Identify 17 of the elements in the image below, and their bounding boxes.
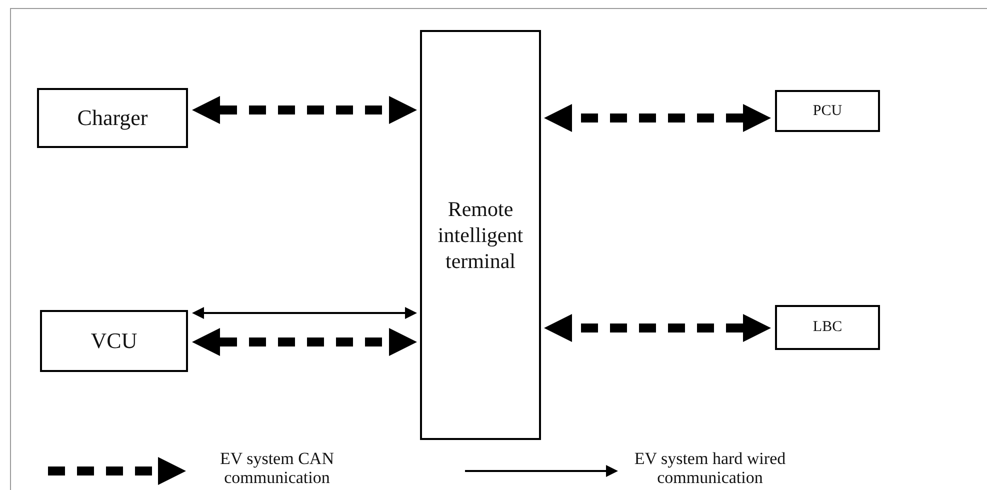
node-label: Charger	[77, 104, 148, 132]
legend-label: EV system hard wired communication	[633, 450, 787, 488]
double-arrow	[544, 314, 771, 342]
unit-box	[775, 90, 880, 132]
double-arrow	[192, 307, 417, 319]
unit-box	[40, 310, 188, 372]
node-label: PCU	[812, 102, 842, 120]
legend-label: EV system CAN communication	[219, 450, 335, 488]
terminal-box	[420, 30, 541, 440]
unit-box	[775, 305, 880, 350]
node-label: LBC	[812, 318, 842, 337]
double-arrow	[192, 328, 417, 356]
node-label: Remote intelligent terminal	[436, 196, 524, 274]
double-arrow	[544, 104, 771, 132]
unit-box	[37, 88, 188, 148]
node-label: VCU	[90, 327, 138, 355]
double-arrow	[192, 96, 417, 124]
